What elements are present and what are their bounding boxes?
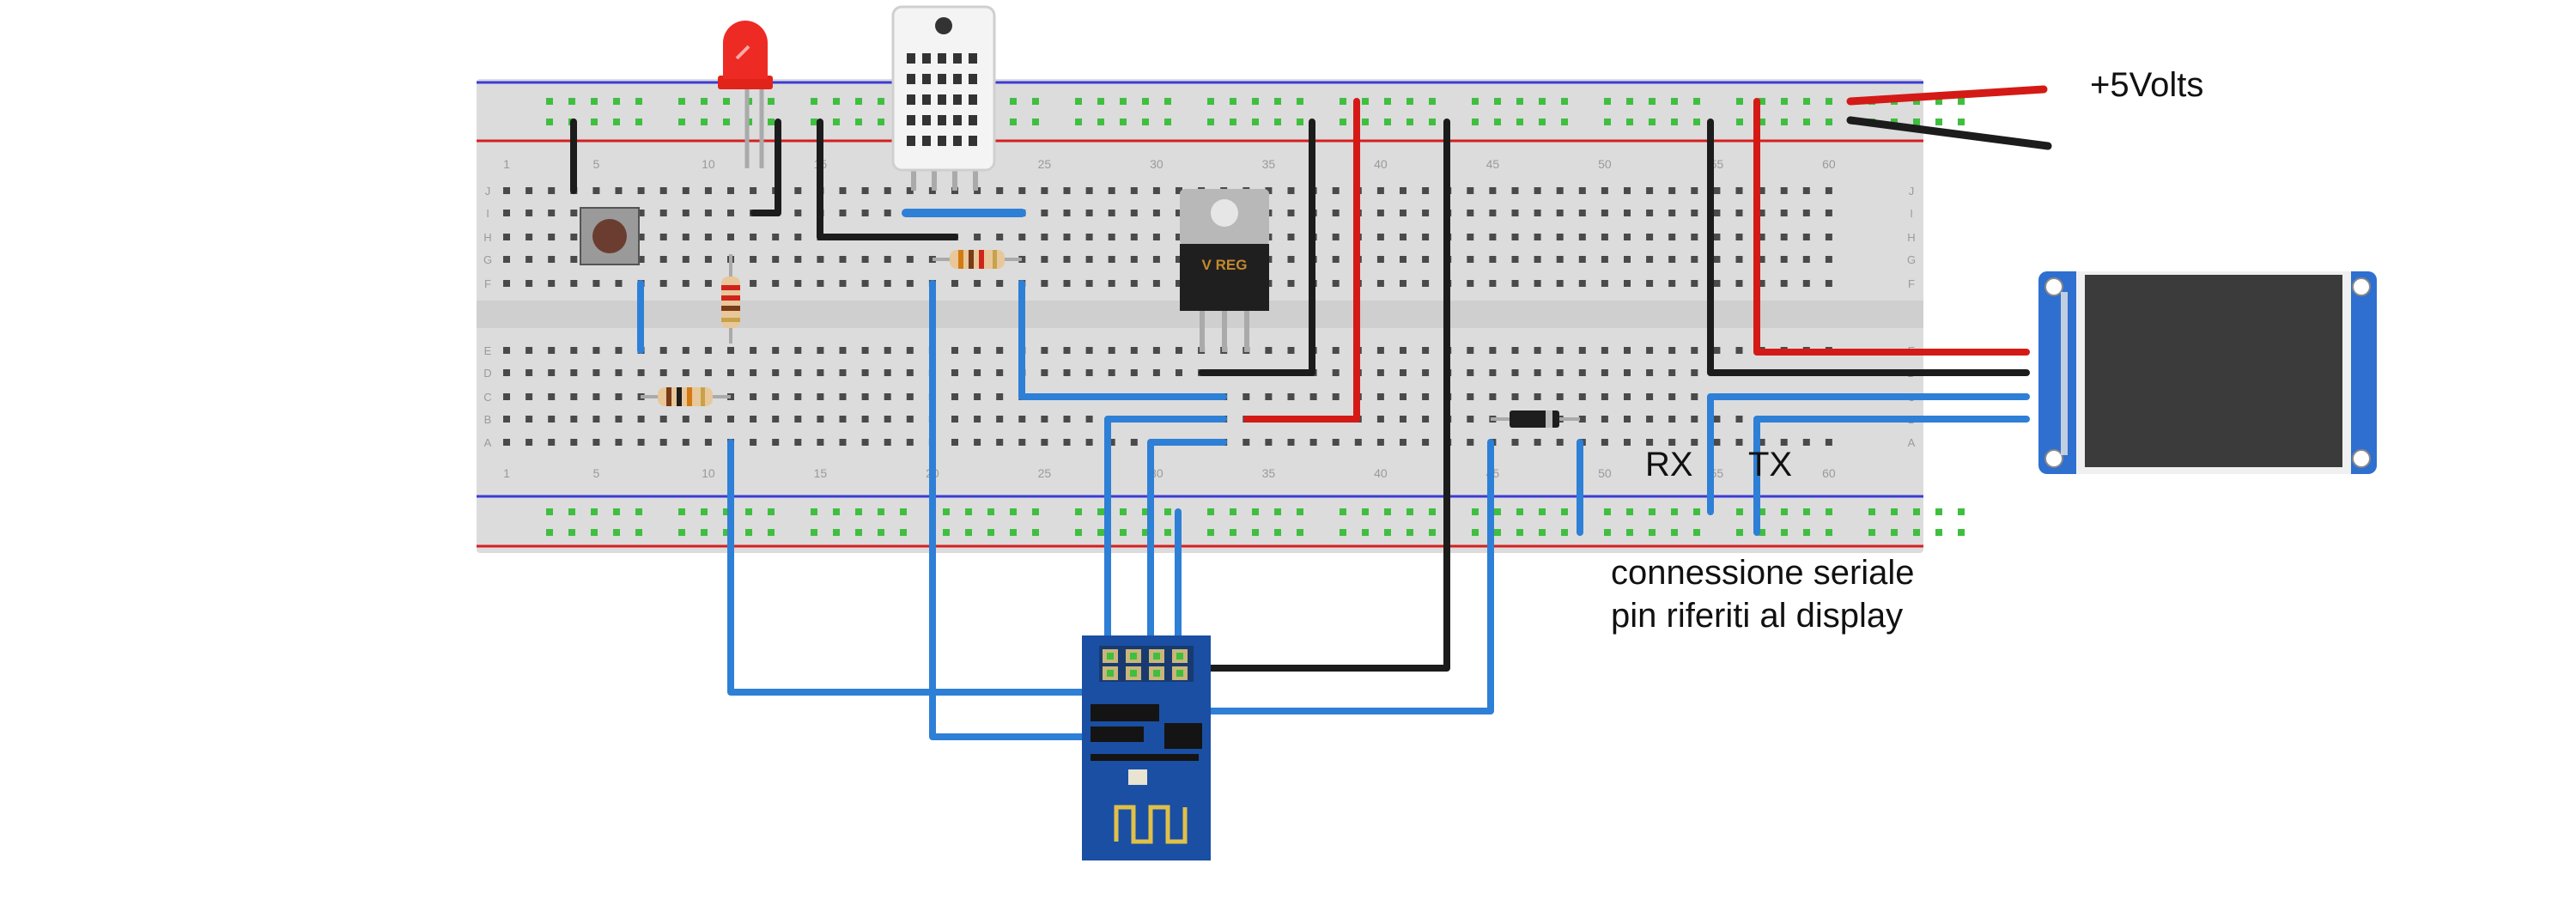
column-number: 25 bbox=[1038, 466, 1052, 480]
black-wire-sensor bbox=[817, 119, 958, 240]
wires bbox=[570, 85, 2052, 740]
column-number: 5 bbox=[593, 466, 600, 480]
column-number: 40 bbox=[1374, 157, 1388, 171]
push-button bbox=[580, 207, 640, 265]
column-number: 35 bbox=[1262, 466, 1276, 480]
column-number: 50 bbox=[1598, 466, 1612, 480]
row-letter: A bbox=[1908, 436, 1916, 449]
row-letter: I bbox=[1910, 207, 1913, 220]
regulator-label: V REG bbox=[1202, 257, 1248, 273]
rx-label: RX bbox=[1645, 446, 1693, 483]
red-led bbox=[718, 21, 773, 168]
column-number: 10 bbox=[702, 466, 715, 480]
column-number: 40 bbox=[1374, 466, 1388, 480]
red-wire-display-vcc bbox=[1753, 98, 2030, 356]
blue-wire-esp-2 bbox=[1147, 439, 1227, 656]
esp-wifi-module bbox=[1082, 635, 1211, 860]
row-letter: H bbox=[1907, 231, 1915, 244]
column-number: 30 bbox=[1150, 157, 1163, 171]
row-letter: H bbox=[483, 231, 491, 244]
breadboard: 1155101015152020252530303535404045455050… bbox=[477, 79, 1965, 553]
row-letter: J bbox=[485, 185, 491, 198]
blue-wire-esp-1 bbox=[1104, 416, 1227, 656]
red-wire-regulator-out bbox=[1243, 98, 1360, 423]
serial-note-line1: connessione seriale bbox=[1611, 554, 1915, 592]
column-number: 5 bbox=[593, 157, 600, 171]
black-wire-esp bbox=[1184, 119, 1450, 672]
row-letter: A bbox=[484, 436, 492, 449]
serial-note-line2: pin riferiti al display bbox=[1611, 597, 1903, 635]
row-letter: F bbox=[484, 277, 491, 290]
column-number: 25 bbox=[1038, 157, 1052, 171]
resistor-horizontal-1 bbox=[641, 387, 731, 406]
row-letter: G bbox=[483, 253, 492, 266]
lcd-display-module bbox=[2038, 271, 2377, 474]
row-letter: I bbox=[486, 207, 489, 220]
column-number: 50 bbox=[1598, 157, 1612, 171]
column-number: 1 bbox=[503, 466, 510, 480]
row-letter: F bbox=[1908, 277, 1915, 290]
voltage-regulator: V REG bbox=[1180, 189, 1269, 352]
column-number: 60 bbox=[1822, 466, 1836, 480]
row-letter: J bbox=[1909, 185, 1915, 198]
column-number: 45 bbox=[1486, 157, 1500, 171]
column-number: 10 bbox=[702, 157, 715, 171]
blue-wire-sensor-2 bbox=[1018, 280, 1227, 400]
column-number: 1 bbox=[503, 157, 510, 171]
column-numbers: 1155101015152020252530303535404045455050… bbox=[483, 157, 1916, 480]
blue-wire-esp-4 bbox=[1192, 439, 1494, 714]
black-wire-display-gnd bbox=[1707, 119, 2030, 376]
red-wire-5v-in bbox=[1846, 85, 2048, 106]
column-number: 60 bbox=[1822, 157, 1836, 171]
row-letter: E bbox=[484, 344, 492, 357]
temperature-humidity-sensor bbox=[891, 5, 996, 191]
black-wire-gnd-in bbox=[1846, 116, 2052, 150]
row-letter: B bbox=[484, 413, 492, 426]
tx-label: TX bbox=[1748, 446, 1792, 483]
row-letter: G bbox=[1907, 253, 1916, 266]
blue-wire-rx bbox=[1707, 393, 2030, 515]
row-letter: C bbox=[483, 391, 491, 404]
resistor-vertical bbox=[721, 254, 740, 344]
column-number: 35 bbox=[1262, 157, 1276, 171]
black-wire-regulator bbox=[1199, 119, 1315, 376]
power-label: +5Volts bbox=[2090, 66, 2203, 104]
black-wire-led bbox=[750, 119, 781, 216]
column-number: 15 bbox=[814, 466, 828, 480]
resistor-horizontal-2 bbox=[933, 250, 1022, 269]
diode bbox=[1491, 410, 1580, 428]
row-letter: D bbox=[483, 367, 491, 380]
blue-wire-tx bbox=[1753, 416, 2030, 536]
